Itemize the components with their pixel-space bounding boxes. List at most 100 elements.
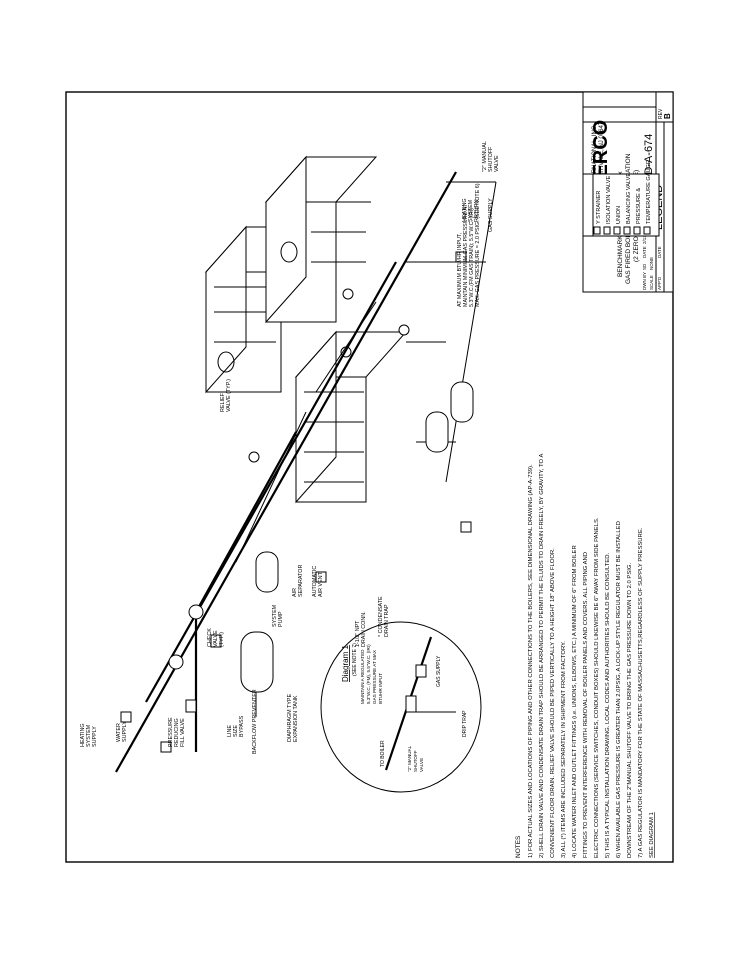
label-bypass-3: BYPASS [239, 715, 245, 737]
label-prv-2: REDUCING [174, 718, 180, 747]
note-line: 3) ALL (*) ITEMS ARE INCLUDED SEPARATELY… [561, 641, 567, 858]
label-auto-vent-2: AIR VENT [318, 571, 324, 597]
label-backflow: BACKFLOW PREVENTER [252, 689, 258, 754]
label-water-supply-1: WATER [116, 723, 122, 742]
boiler-middle [204, 225, 323, 394]
legend-symbol-icon [633, 226, 641, 235]
label-pump-1: SYSTEM [272, 604, 278, 627]
legend-item-label: BALANCING VALVE [626, 173, 632, 224]
label-exp-tank-2: EXPANSION TANK [293, 695, 299, 742]
label-pump-2: PUMP [278, 611, 284, 627]
legend-symbol-icon [623, 226, 631, 235]
drawn-by-label: DWN BY [642, 272, 647, 290]
company-line1: INTERNATIONAL, INC. [592, 124, 598, 187]
label-npt-1: 1-1/2" NPT [355, 620, 361, 647]
legend-symbol-icon [643, 226, 651, 235]
note-line: FITTINGS TO PREVENT INTERFERENCE WITH RE… [583, 552, 589, 858]
date-label: DATE [642, 246, 647, 258]
legend-symbol-icon [613, 226, 621, 235]
label-relief-1: RELIEF [220, 392, 226, 412]
diagram1-regulated-3: GAS PRESSURE AT MAX [372, 650, 377, 704]
diagram1-shutoff-1: "2" MANUAL [407, 745, 412, 772]
label-heat-supply-1: HEATING [80, 723, 86, 747]
label-condensate-2: DRAIN TRAP [384, 604, 390, 637]
drawn-by-value: SD [642, 263, 647, 270]
date2-label: DATE [657, 246, 662, 258]
appd-label: APP'D [657, 276, 662, 290]
diagram1-regulated-4: BTUHR INPUT [378, 673, 383, 704]
label-gas-note-4: MAX. GAS PRESSURE = 2.0 PSIG. (SEE NOTE … [475, 183, 481, 307]
scale-value: NONE [649, 257, 654, 270]
callout-labels: "2" MANUAL SHUTOFF VALVE HEATING SYSTEM … [80, 141, 500, 754]
note-line: DOWNSTREAM OF THE 2"MANUAL SHUTOFF VALVE… [627, 562, 633, 858]
label-exp-tank-1: DIAPHRAGM TYPE [287, 693, 293, 742]
legend-item-label: Y STRAINER [596, 191, 602, 224]
diagram1-regulated-1: MAINTAIN A REGULATED [360, 649, 365, 704]
note-line: SEE DIAGRAM 1 [649, 812, 655, 858]
label-npt-2: DRAIN CONN. [361, 611, 367, 647]
expansion-tank [240, 631, 274, 717]
diagram1-regulated-2: 5.3"W.C. (FM), 5.5"W.C. (IRI) [366, 644, 371, 704]
label-check-3: (TYP.) [219, 632, 225, 647]
label-prv-3: FILL VALVE [180, 718, 186, 747]
label-bypass-1: LINE [227, 725, 233, 737]
scale-label: SCALE [649, 275, 654, 290]
label-bypass-2: SIZE [233, 725, 239, 737]
notes-heading: NOTES [515, 835, 522, 858]
rev-label: REV [658, 108, 664, 119]
note-line: ELECTRIC CONNECTIONS (SERVICE SWITCHES, … [594, 517, 600, 858]
valves [120, 251, 472, 753]
label-shutoff-top-1: "2" MANUAL [482, 141, 488, 172]
label-shutoff-top-3: VALVE [494, 155, 500, 172]
boiler-right [264, 155, 378, 324]
label-auto-vent-1: AUTOMATIC [312, 566, 318, 597]
label-water-supply-2: SUPPLY [122, 721, 128, 742]
diagram1-gas-supply: GAS SUPPLY [436, 655, 442, 687]
label-shutoff-top-2: SHUTOFF [488, 146, 494, 172]
note-line: CONVENIENT FLOOR DRAIN. RELIEF VALVE SHO… [550, 548, 556, 858]
diagram1-title: Diagram 1 [341, 645, 350, 682]
note-line: 2) SHELL DRAIN VALVE AND CONDENSATE DRAI… [539, 454, 545, 858]
diagram1-drip-trap: DRIP TRAP [462, 710, 468, 737]
label-heat-supply-2: SYSTEM [86, 724, 92, 747]
drawing-number: SD-A-674 [643, 134, 655, 182]
diagram1-shutoff-3: VALVE [419, 758, 424, 772]
diagram1-shutoff-2: SHUTOFF [413, 750, 418, 772]
diagram1-to-boiler: TO BOILER [380, 740, 386, 767]
label-air-sep-1: AIR [292, 588, 298, 597]
label-heating-return-1: HEATING [462, 198, 468, 222]
main-supply-header [115, 171, 497, 773]
label-condensate-1: * CONDENSATE [378, 596, 384, 637]
notes: NOTES 1) FOR ACTUAL SIZES AND LOCATIONS … [515, 454, 655, 858]
legend-symbol-icon [593, 226, 601, 235]
legend-item-label: UNION [616, 206, 622, 224]
air-separator-tanks [255, 381, 474, 593]
legend-item-label: PRESSURE & [636, 188, 642, 224]
rev-value: B [663, 113, 672, 119]
note-line: 7) A GAS REGULATOR IS MANDATORY FOR THE … [638, 527, 644, 858]
note-line: 5) THIS IS A TYPICAL INSTALLATION DRAWIN… [605, 552, 611, 858]
label-air-sep-2: SEPARATOR [298, 565, 304, 597]
label-gas-note-1: AT MAXIMUM BTU/HR INPUT, [457, 232, 463, 307]
note-line: 1) FOR ACTUAL SIZES AND LOCATIONS OF PIP… [528, 464, 534, 858]
diagram-1: Diagram 1 (SEE NOTE 7) MAINTAIN A REGULA… [320, 621, 482, 793]
label-gas-note-2: MAINTAIN MINIMUM GAS PRESSURE AT [463, 203, 469, 307]
label-heat-supply-3: SUPPLY [92, 726, 98, 747]
legend-item-label: TEMPERATURE GAUGE [646, 160, 652, 224]
label-gas-note-3: 5.3"W.C.(FM GAS TRAIN); 5.5"W.C. (IRI) [469, 208, 475, 307]
note-line: 6) WHEN AVAILABLE GAS PRESSURE IS GREATE… [616, 521, 622, 858]
label-prv-1: PRESSURE [168, 717, 174, 747]
company-line2: NORTHVALE, NJ 07647 [599, 121, 605, 187]
label-relief-2: VALVE (TYP.) [226, 379, 232, 412]
label-check-1: CHECK [207, 628, 213, 647]
label-check-2: VALVE [213, 630, 219, 647]
legend-symbol-icon [603, 226, 611, 235]
diagram1-subtitle: (SEE NOTE 7) [352, 643, 358, 676]
label-gas-supply-top: GAS SUPPLY [488, 198, 494, 232]
note-line: 4) LOCATE WATER INLET AND OUTLET FITTING… [572, 545, 578, 858]
label-heating-return-3: RETURN [474, 199, 480, 222]
label-heating-return-2: SYSTEM [468, 199, 474, 222]
legend-item-label: ISOLATION VALVE [606, 176, 612, 224]
